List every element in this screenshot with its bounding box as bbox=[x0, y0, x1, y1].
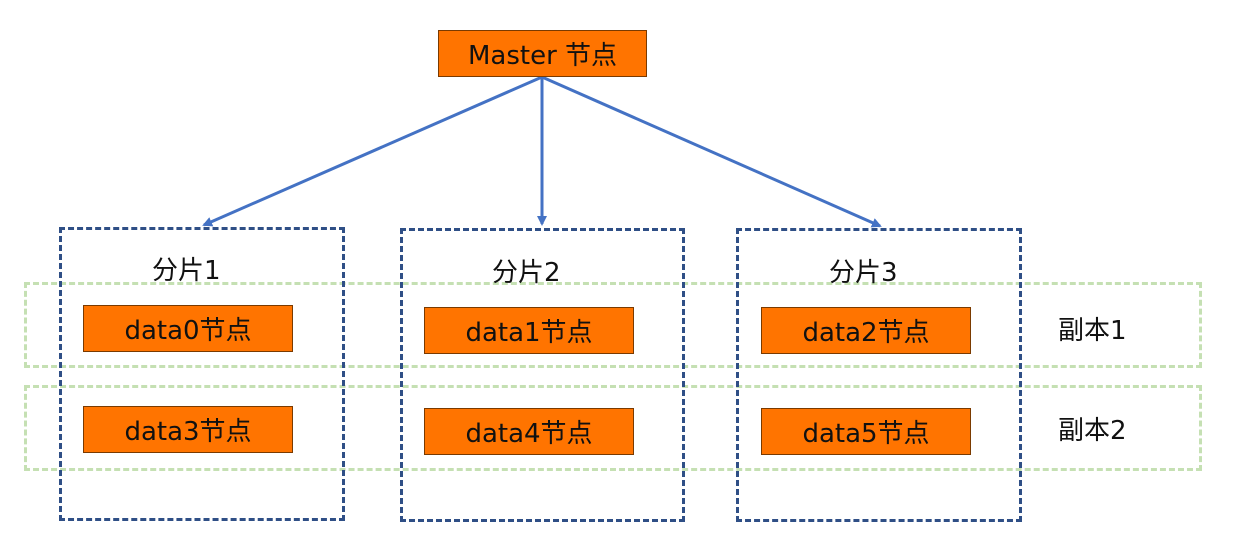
data-node-5: data5节点 bbox=[761, 408, 971, 455]
shard-box-1 bbox=[59, 227, 345, 521]
arrow-to-shard-1 bbox=[202, 75, 543, 227]
master-node: Master 节点 bbox=[438, 30, 647, 77]
data-node-4: data4节点 bbox=[424, 408, 634, 455]
shard-label-3: 分片3 bbox=[829, 258, 898, 288]
replica-band-1 bbox=[24, 282, 1202, 368]
data-node-3-label: data3节点 bbox=[124, 417, 252, 447]
arrow-to-shard-3 bbox=[541, 75, 882, 228]
shard-box-2 bbox=[400, 228, 685, 522]
shard-label-2: 分片2 bbox=[492, 258, 561, 288]
shard-box-3 bbox=[736, 228, 1022, 522]
data-node-3: data3节点 bbox=[83, 406, 293, 453]
data-node-2-label: data2节点 bbox=[802, 318, 930, 348]
data-node-4-label: data4节点 bbox=[465, 419, 593, 449]
replica-label-1: 副本1 bbox=[1058, 316, 1127, 346]
data-node-2: data2节点 bbox=[761, 307, 971, 354]
data-node-1-label: data1节点 bbox=[465, 318, 593, 348]
data-node-0: data0节点 bbox=[83, 305, 293, 352]
shard-label-1: 分片1 bbox=[152, 256, 221, 286]
data-node-0-label: data0节点 bbox=[124, 316, 252, 346]
replica-label-2: 副本2 bbox=[1058, 416, 1127, 446]
data-node-1: data1节点 bbox=[424, 307, 634, 354]
master-node-label: Master 节点 bbox=[467, 41, 618, 71]
replica-band-2 bbox=[24, 385, 1202, 471]
data-node-5-label: data5节点 bbox=[802, 419, 930, 449]
